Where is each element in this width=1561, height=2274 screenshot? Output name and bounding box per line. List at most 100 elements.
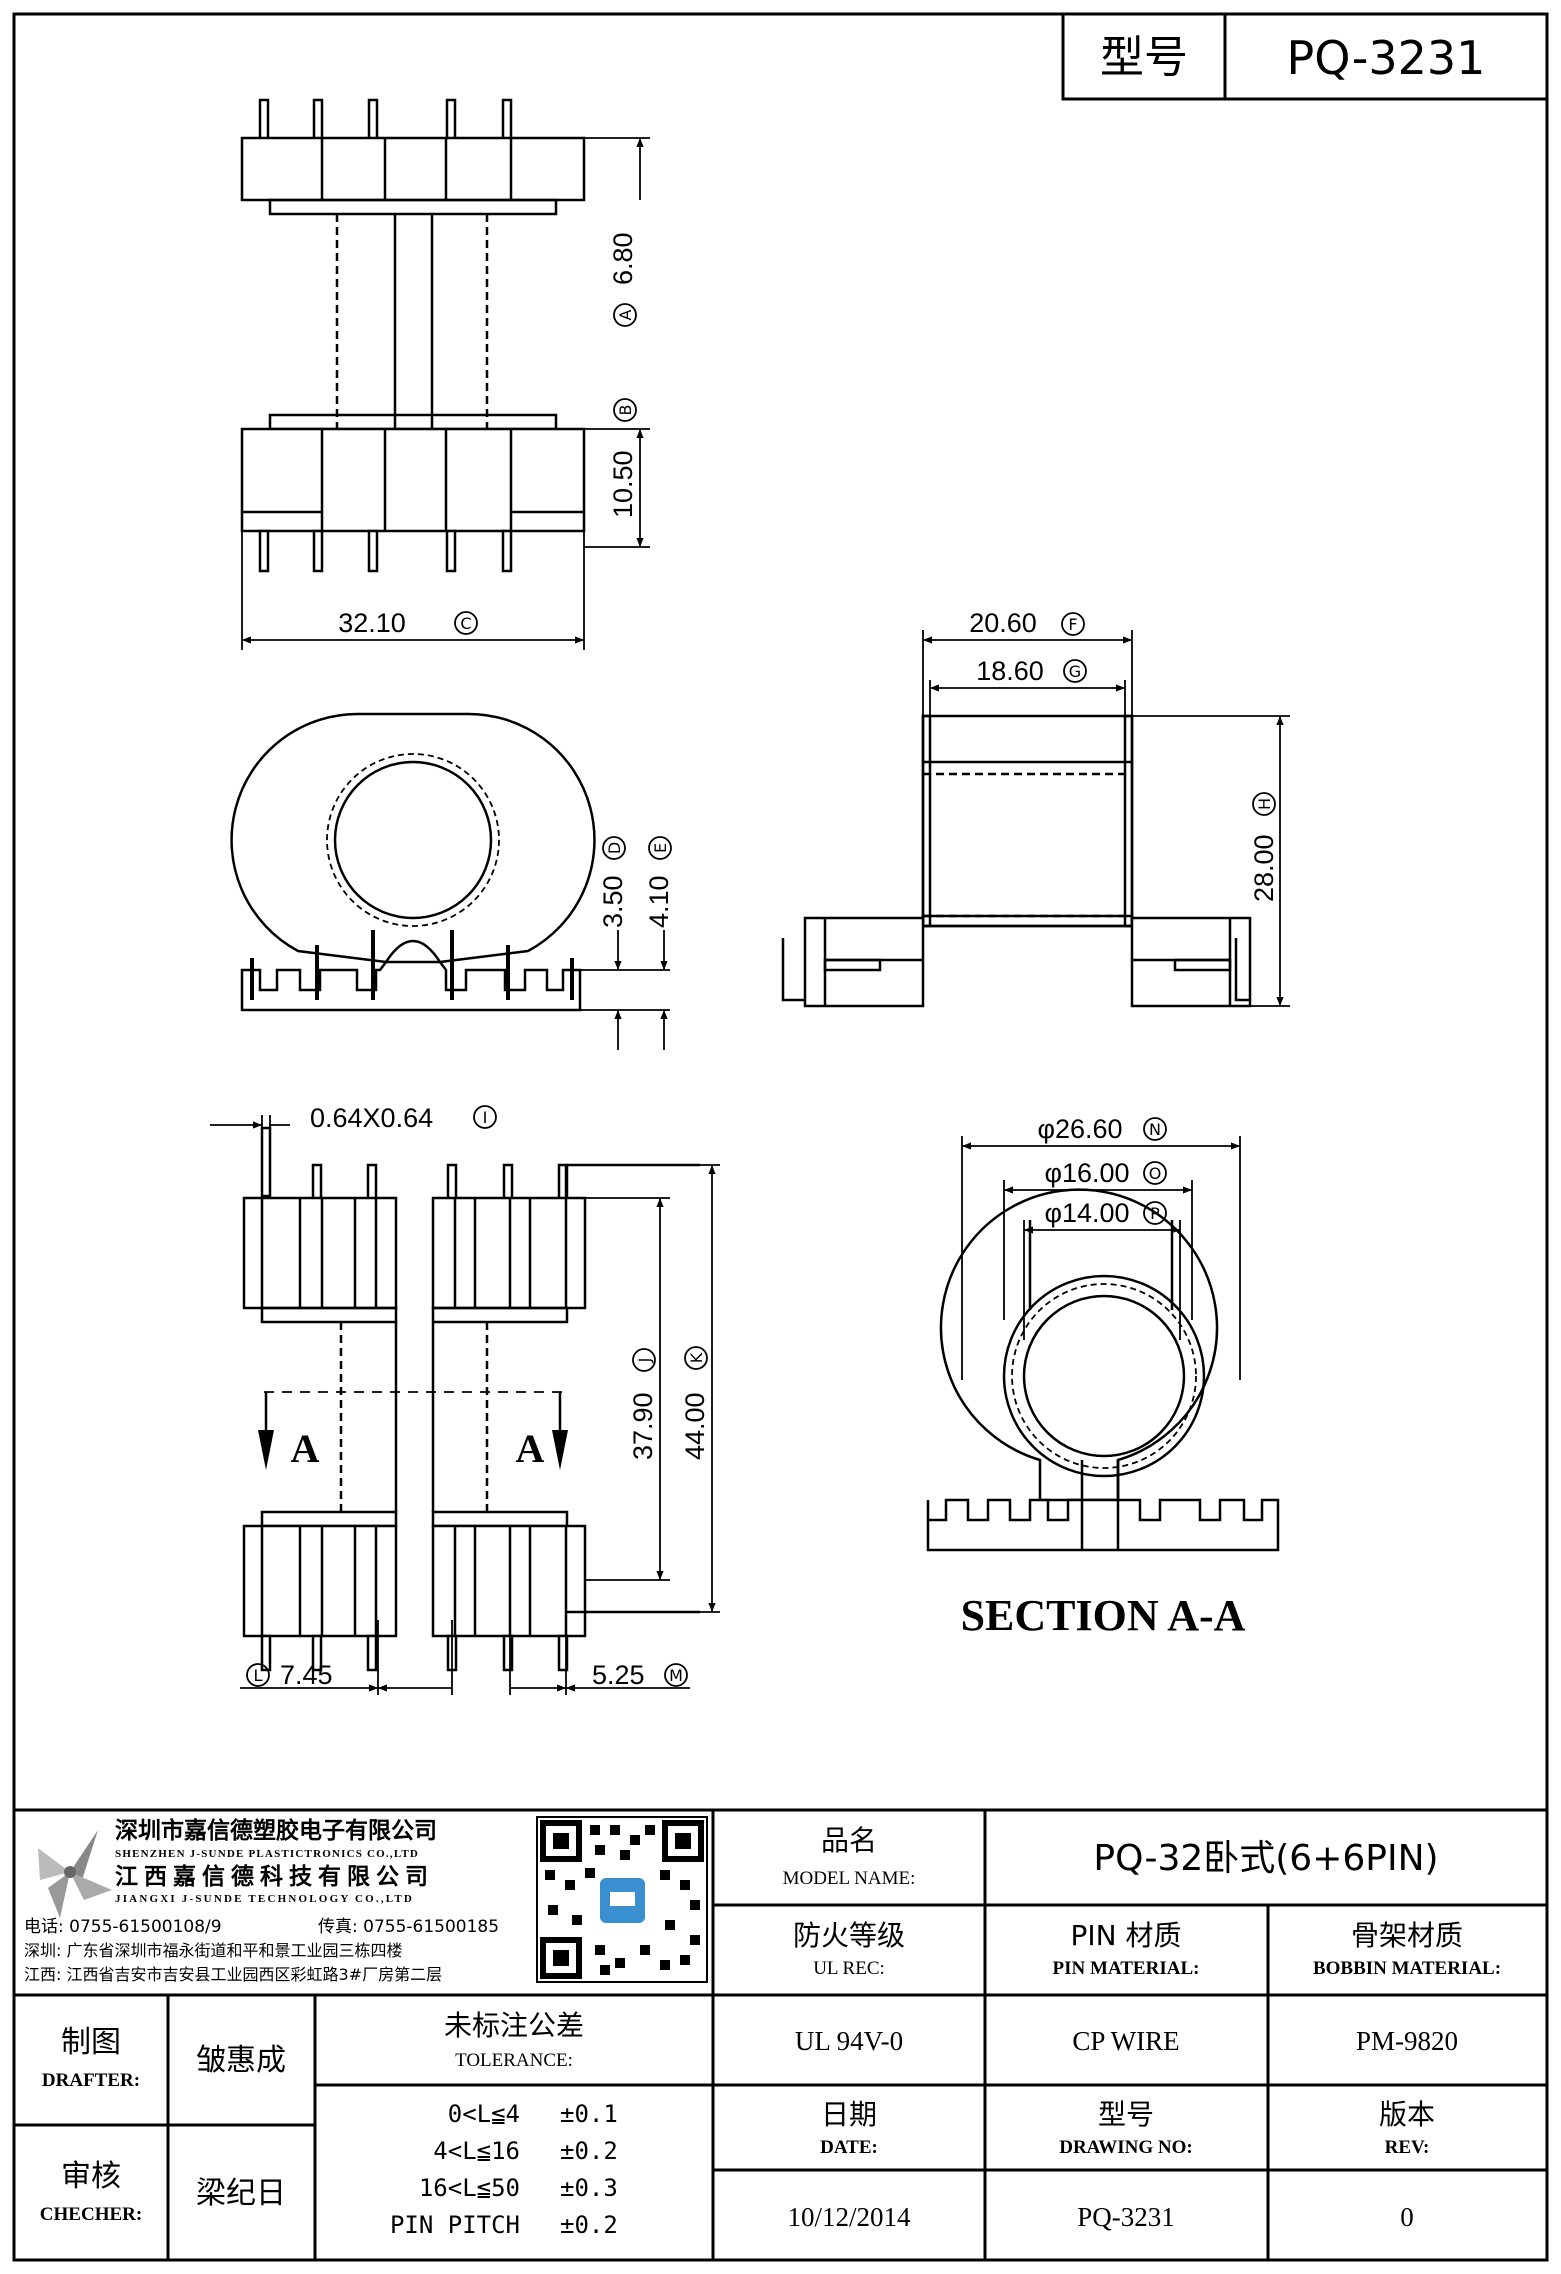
date-label-en: DATE: — [820, 2137, 878, 2158]
checker-label-en: CHECHER: — [40, 2204, 142, 2225]
top-view-pins-top — [258, 98, 513, 142]
dim-j-value: 37.90 — [628, 1392, 658, 1460]
circle-letter-icon: P — [1143, 1201, 1167, 1225]
sheet-border — [12, 12, 1549, 2262]
drafter-label-cn: 制图 — [61, 2025, 121, 2060]
header-model-label: 型号 — [1100, 32, 1188, 83]
bobbin-label-en: BOBBIN MATERIAL: — [1313, 1958, 1501, 1979]
circle-letter-icon: B — [613, 398, 637, 422]
dim-e-value: 4.10 — [644, 875, 674, 928]
svg-text:O: O — [1149, 1164, 1162, 1183]
company-tel: 电话: 0755-61500108/9 — [24, 1917, 222, 1937]
drawing-label-cn: 型号 — [1098, 2098, 1154, 2131]
dim-p-value: φ14.00 — [1044, 1198, 1129, 1228]
model-name-value: PQ-32卧式(6+6PIN) — [1093, 1838, 1438, 1879]
svg-text:D: D — [605, 842, 624, 854]
dim-c-value: 32.10 — [338, 608, 406, 638]
header-model-value: PQ-3231 — [1287, 31, 1486, 85]
dim-f-value: 20.60 — [969, 608, 1037, 638]
circle-letter-icon: K — [684, 1346, 708, 1370]
svg-text:F: F — [1068, 615, 1077, 634]
pin-label-en: PIN MATERIAL: — [1053, 1958, 1200, 1979]
svg-text:K: K — [687, 1352, 706, 1363]
tolerance-range: 16<L≦50 — [419, 2174, 520, 2202]
end-view — [230, 712, 596, 1012]
ul-value: UL 94V-0 — [795, 2026, 903, 2056]
circle-letter-icon: O — [1143, 1161, 1167, 1185]
date-label-cn: 日期 — [821, 2098, 877, 2131]
model-name-label-cn: 品名 — [821, 1824, 877, 1857]
front-view — [242, 1126, 700, 1672]
tolerance-list: 0<L≦4 ±0.1 4<L≦16 ±0.2 16<L≦50 ±0.3 PIN … — [390, 2100, 618, 2239]
side-view — [781, 714, 1252, 1008]
tolerance-range: PIN PITCH — [390, 2211, 520, 2239]
tolerance-value: ±0.1 — [560, 2100, 618, 2128]
qr-code-icon — [536, 1816, 708, 1983]
ul-label-cn: 防火等级 — [793, 1919, 905, 1952]
dim-l-value: 7.45 — [280, 1660, 333, 1690]
drafter-value: 皱惠成 — [196, 2043, 286, 2078]
checker-value: 梁纪日 — [196, 2176, 286, 2211]
section-marker-right: A — [516, 1426, 545, 1471]
side-view-dimensions — [922, 630, 1290, 1007]
tolerance-label-cn: 未标注公差 — [444, 2009, 584, 2042]
dim-b-value: 10.50 — [608, 450, 638, 518]
svg-text:B: B — [616, 405, 635, 416]
section-marker-left: A — [291, 1426, 320, 1471]
drawing-value: PQ-3231 — [1077, 2202, 1175, 2232]
circle-letter-icon: E — [648, 836, 672, 860]
dim-d-value: 3.50 — [598, 875, 628, 928]
circle-letter-icon: H — [1252, 792, 1276, 816]
top-view — [240, 98, 586, 573]
pin-label-cn: PIN 材质 — [1071, 1919, 1182, 1952]
section-view-dimensions — [961, 1136, 1241, 1380]
section-view — [926, 1188, 1280, 1552]
circle-letter-icon: G — [1063, 659, 1087, 683]
model-name-label-en: MODEL NAME: — [783, 1868, 916, 1889]
dim-o-value: φ16.00 — [1044, 1158, 1129, 1188]
rev-value: 0 — [1400, 2202, 1414, 2232]
top-view-dimensions — [241, 137, 650, 650]
svg-text:P: P — [1150, 1204, 1160, 1223]
tolerance-value: ±0.2 — [560, 2211, 618, 2239]
circle-letter-icon: N — [1143, 1117, 1167, 1141]
rev-label-cn: 版本 — [1379, 2098, 1435, 2131]
tolerance-label-en: TOLERANCE: — [455, 2050, 573, 2071]
dim-a-value: 6.80 — [608, 232, 638, 285]
circle-letter-icon: M — [664, 1663, 688, 1687]
drafter-label-en: DRAFTER: — [42, 2070, 140, 2091]
dim-h-value: 28.00 — [1249, 834, 1279, 902]
header-model-box: 型号 PQ-3231 — [1061, 12, 1549, 101]
company-name-sz-en: SHENZHEN J-SUNDE PLASTICTRONICS CO.,LTD — [115, 1848, 419, 1860]
company-name-jx: 江西嘉信德科技有限公司 — [115, 1863, 434, 1890]
company-name-jx-en: JIANGXI J-SUNDE TECHNOLOGY CO.,LTD — [115, 1893, 414, 1905]
dim-n-value: φ26.60 — [1037, 1114, 1122, 1144]
company-addr-sz: 深圳: 广东省深圳市福永街道和平和景工业园三栋四楼 — [24, 1941, 402, 1960]
section-arrow-left: A — [258, 1392, 320, 1471]
checker-label-cn: 审核 — [61, 2159, 121, 2194]
drawing-label-en: DRAWING NO: — [1059, 2137, 1193, 2158]
dim-g-value: 18.60 — [976, 656, 1044, 686]
circle-letter-icon: I — [473, 1105, 497, 1129]
svg-text:J: J — [635, 1358, 654, 1364]
section-title: SECTION A-A — [961, 1591, 1246, 1640]
svg-text:A: A — [616, 309, 635, 320]
svg-text:L: L — [254, 1666, 263, 1685]
rev-label-en: REV: — [1385, 2137, 1430, 2158]
company-addr-jx: 江西: 江西省吉安市吉安县工业园西区彩虹路3#厂房第二层 — [24, 1965, 442, 1984]
pin-value: CP WIRE — [1072, 2026, 1179, 2056]
circle-letter-icon: A — [613, 303, 637, 327]
tolerance-range: 0<L≦4 — [448, 2100, 520, 2128]
svg-text:E: E — [651, 843, 670, 853]
circle-letter-icon: C — [454, 611, 478, 635]
end-view-dimensions — [580, 930, 670, 1050]
company-name-sz: 深圳市嘉信德塑胶电子有限公司 — [115, 1817, 437, 1844]
bobbin-label-cn: 骨架材质 — [1351, 1919, 1463, 1952]
svg-text:M: M — [669, 1666, 683, 1685]
company-fax: 传真: 0755-61500185 — [318, 1917, 499, 1937]
svg-text:N: N — [1149, 1120, 1161, 1139]
svg-text:H: H — [1255, 798, 1274, 810]
circle-letter-icon: D — [602, 836, 626, 860]
tolerance-value: ±0.3 — [560, 2174, 618, 2202]
